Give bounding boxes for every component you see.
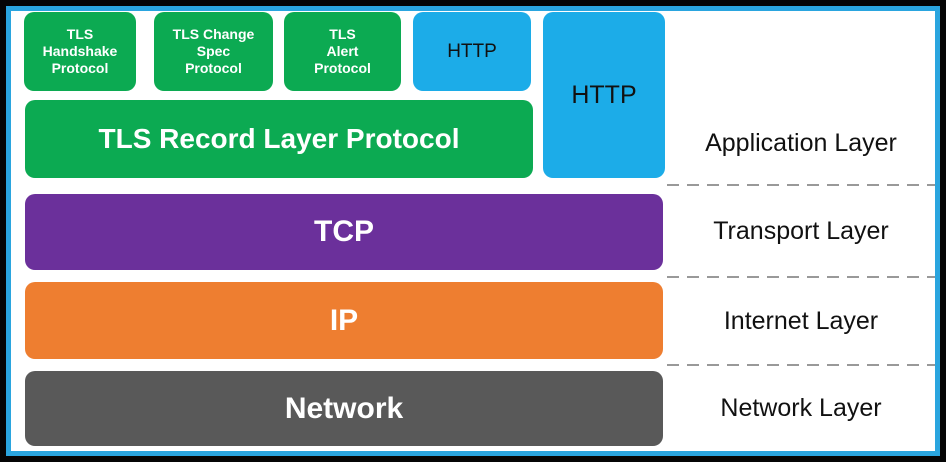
layer-separator-transport-internet [667, 276, 936, 278]
layer-separator-application-transport [667, 184, 936, 186]
tls-record-layer-protocol-box: TLS Record Layer Protocol [25, 100, 533, 178]
tcp-box: TCP [25, 194, 663, 270]
tls-change-spec-protocol-box: TLS Change Spec Protocol [154, 12, 273, 91]
tls-handshake-protocol-box: TLS Handshake Protocol [24, 12, 136, 91]
application-layer-label: Application Layer [705, 129, 897, 157]
network-box: Network [25, 371, 663, 446]
internet-layer-label: Internet Layer [723, 307, 879, 335]
layer-separator-internet-network [667, 364, 936, 366]
transport-layer-label: Transport Layer [713, 217, 889, 245]
ip-box: IP [25, 282, 663, 359]
network-layer-label: Network Layer [720, 394, 882, 422]
http-box-upper: HTTP [413, 12, 531, 91]
http-box-tall: HTTP [543, 12, 665, 178]
tls-alert-protocol-box: TLS Alert Protocol [284, 12, 401, 91]
